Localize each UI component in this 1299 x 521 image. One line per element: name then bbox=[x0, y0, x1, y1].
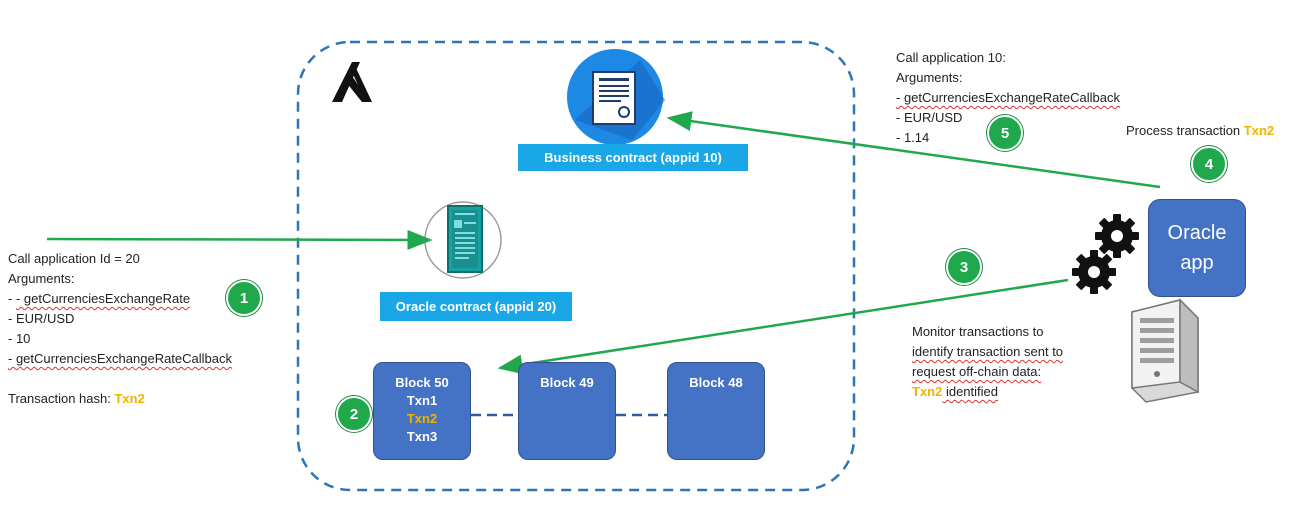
step-badge: 5 bbox=[987, 115, 1023, 151]
oracle-contract-icon bbox=[424, 201, 502, 279]
block-50: Block 50 Txn1 Txn2 Txn3 bbox=[373, 362, 471, 460]
arrow-callback-business bbox=[666, 111, 1161, 189]
monitor-text: Monitor transactions to identify transac… bbox=[912, 324, 1064, 399]
gear-icon bbox=[1095, 214, 1139, 258]
oracle-app-label: Oracle bbox=[1167, 222, 1227, 244]
txn-item-highlighted: Txn2 bbox=[406, 411, 438, 426]
server-icon bbox=[1131, 298, 1199, 403]
txn-highlight: Txn2 bbox=[114, 391, 145, 406]
oracle-contract-label: Oracle contract (appid 20) bbox=[380, 292, 572, 321]
left-call-text: Call application Id = 20 Arguments: - - … bbox=[8, 251, 233, 406]
txn-highlight: Txn2 bbox=[912, 384, 943, 399]
process-transaction-text: Process transaction Txn2 bbox=[1126, 123, 1275, 138]
txn-highlight: Txn2 bbox=[1243, 123, 1275, 138]
business-contract-icon bbox=[567, 49, 665, 145]
arrow-monitor-blocks bbox=[497, 278, 1069, 375]
block-title: Block 50 bbox=[395, 375, 449, 390]
txn-item: Txn1 bbox=[406, 393, 438, 408]
step-badge: 1 bbox=[226, 280, 262, 316]
top-call-text: Call application 10: Arguments: - getCur… bbox=[896, 50, 1121, 145]
block-48: Block 48 bbox=[667, 362, 765, 460]
block-title: Block 49 bbox=[540, 375, 594, 390]
block-title: Block 48 bbox=[689, 375, 743, 390]
gear-icon bbox=[1072, 250, 1116, 294]
method-name: - getCurrenciesExchangeRate bbox=[15, 291, 191, 306]
block-49: Block 49 bbox=[518, 362, 616, 460]
algorand-logo-icon bbox=[332, 62, 372, 102]
network-boundary bbox=[296, 40, 856, 492]
step-badge: 2 bbox=[336, 396, 372, 432]
step-badge: 4 bbox=[1191, 146, 1227, 182]
method-name: - getCurrenciesExchangeRateCallback bbox=[896, 90, 1121, 105]
arrow-call-oracle-contract bbox=[46, 229, 433, 250]
method-name: - getCurrenciesExchangeRateCallback bbox=[8, 351, 233, 366]
business-contract-label: Business contract (appid 10) bbox=[518, 144, 748, 171]
txn-item: Txn3 bbox=[406, 429, 438, 444]
step-badge: 3 bbox=[946, 249, 982, 285]
oracle-app-label: app bbox=[1180, 252, 1214, 274]
oracle-app-box: Oracle app bbox=[1148, 199, 1246, 297]
